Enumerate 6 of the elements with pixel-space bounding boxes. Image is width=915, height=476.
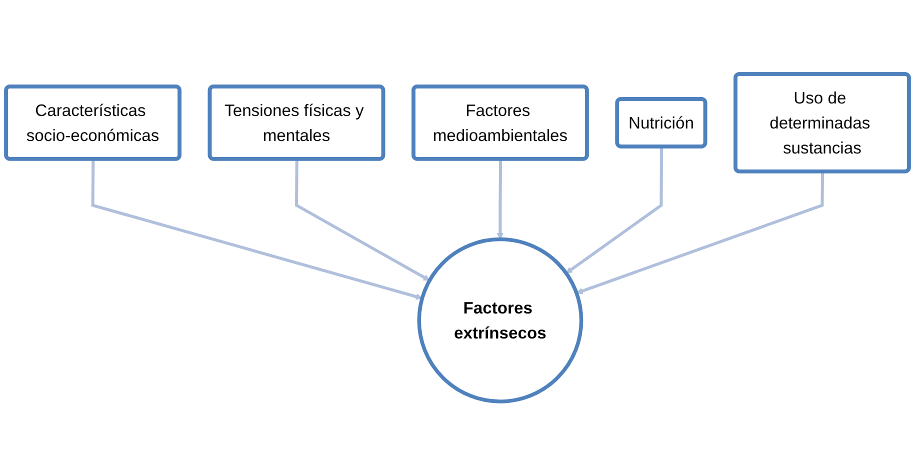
arrow bbox=[294, 160, 430, 282]
arrow bbox=[496, 160, 504, 240]
arrow bbox=[566, 147, 664, 274]
node-circle: Factores extrínsecos bbox=[417, 238, 584, 404]
arrow bbox=[91, 160, 422, 300]
arrow bbox=[576, 172, 824, 294]
